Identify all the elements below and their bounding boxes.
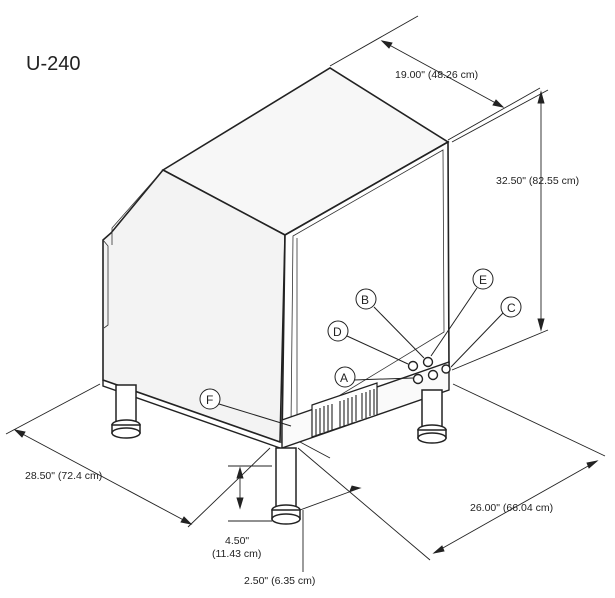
- leg-height-cm-label: (11.43 cm): [212, 548, 261, 560]
- callouts: [199, 268, 522, 427]
- callout-a-circle: [334, 366, 356, 388]
- width-right-label: 26.00" (66.04 cm): [470, 502, 553, 514]
- leg-height-label: 4.50": [225, 535, 249, 547]
- width-left-label: 28.50" (72.4 cm): [25, 470, 102, 482]
- depth-label: 19.00" (48.26 cm): [395, 69, 478, 81]
- height-label: 32.50" (82.55 cm): [496, 175, 579, 187]
- callout-c-letter: C: [507, 301, 516, 315]
- callout-b-letter: B: [361, 293, 369, 307]
- legs: [111, 384, 447, 525]
- callout-a-letter: A: [340, 371, 348, 385]
- setback-label: 2.50" (6.35 cm): [244, 575, 315, 587]
- dimension-lines: [5, 15, 606, 572]
- callout-d-letter: D: [333, 325, 342, 339]
- ice-machine-illustration: [102, 67, 451, 525]
- callout-e-letter: E: [479, 273, 487, 287]
- door-frame: [290, 149, 445, 426]
- callout-f-circle: [199, 388, 221, 410]
- callout-b-circle: [355, 288, 377, 310]
- callout-c-circle: [500, 296, 522, 318]
- connection-ports: [407, 356, 451, 385]
- callout-e-circle: [472, 268, 494, 290]
- callout-d-circle: [327, 320, 349, 342]
- model-title: U-240: [26, 53, 80, 75]
- louver-grille: [311, 382, 378, 438]
- callout-f-letter: F: [206, 393, 213, 407]
